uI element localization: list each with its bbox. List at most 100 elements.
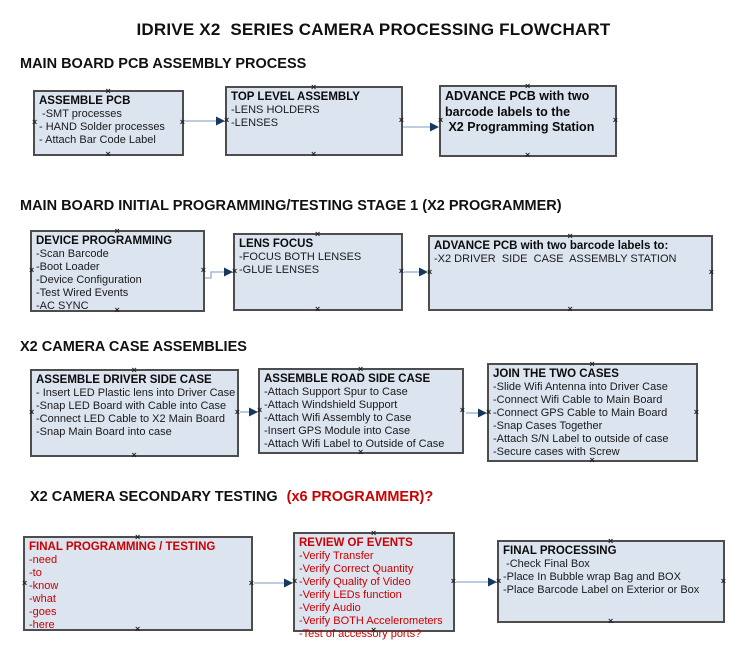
- box-item-list: -LENS HOLDERS-LENSES: [231, 104, 401, 130]
- box-item-text: - Attach Bar Code Label: [39, 134, 156, 146]
- box-item-text: ADVANCE PCB with two: [445, 89, 590, 103]
- section-heading-pcb-assembly: MAIN BOARD PCB ASSEMBLY PROCESS: [20, 56, 307, 72]
- box-title: JOIN THE TWO CASES: [493, 368, 619, 380]
- flow-arrow: [456, 577, 497, 587]
- box-item-text: -Boot Loader: [36, 261, 100, 273]
- box-title: ASSEMBLE PCB: [39, 95, 131, 107]
- connection-handle-icon: ×: [105, 149, 111, 159]
- box-item-text: -goes: [29, 606, 57, 618]
- flow-box-assemble-pcb: ASSEMBLE PCB -SMT processes- HAND Solder…: [32, 87, 185, 159]
- connection-handle-icon: ×: [708, 267, 714, 277]
- box-item-list: -Slide Wifi Antenna into Driver Case-Con…: [493, 381, 696, 459]
- connection-handle-icon: ×: [608, 616, 614, 626]
- flow-box-review-of-events: REVIEW OF EVENTS -Verify Transfer-Verify…: [292, 529, 456, 641]
- box-item-text: -Connect LED Cable to X2 Main Board: [36, 413, 225, 425]
- box-item-text: -need: [29, 554, 58, 566]
- box-item-text: -know: [29, 580, 59, 592]
- box-item-text: -FOCUS BOTH LENSES: [239, 251, 362, 263]
- connection-handle-icon: ×: [315, 304, 321, 314]
- connection-handle-icon: ×: [567, 304, 573, 314]
- section-heading-red-note: (x6 PROGRAMMER)?: [286, 489, 434, 505]
- box-item-text: -Place Barcode Label on Exterior or Box: [503, 584, 700, 596]
- box-item-text: X2 Programming Station: [445, 120, 595, 134]
- flow-arrow: [240, 407, 258, 417]
- box-item-list: -SMT processes- HAND Solder processes- A…: [39, 108, 182, 147]
- box-item-list: -X2 DRIVER SIDE CASE ASSEMBLY STATION: [434, 253, 711, 266]
- flow-arrow: [254, 578, 293, 588]
- box-item-text: -Device Configuration: [36, 274, 142, 286]
- box-item-list: -need-to-know-what-goes-here: [29, 554, 251, 632]
- page-title: IDRIVE X2 SERIES CAMERA PROCESSING FLOWC…: [136, 20, 611, 39]
- box-item-text: -Secure cases with Screw: [493, 446, 620, 458]
- flow-box-final-processing: FINAL PROCESSING -Check Final Box-Place …: [496, 537, 726, 626]
- box-title: DEVICE PROGRAMMING: [36, 235, 173, 247]
- box-item-text: -Attach Wifi Assembly to Case: [264, 412, 412, 424]
- box-item-text: -Verify LEDs function: [299, 589, 402, 601]
- box-item-text: -Verify Transfer: [299, 550, 374, 562]
- flow-box-assemble-road-side-case: ASSEMBLE ROAD SIDE CASE -Attach Support …: [257, 365, 465, 457]
- box-item-text: -Snap Cases Together: [493, 420, 603, 432]
- box-item-text: -here: [29, 619, 55, 631]
- flow-box-device-programming: DEVICE PROGRAMMING -Scan Barcode-Boot Lo…: [29, 227, 206, 315]
- section-heading-black-part: X2 CAMERA SECONDARY TESTING: [30, 489, 278, 505]
- connection-handle-icon: ×: [32, 117, 38, 127]
- box-title: ASSEMBLE ROAD SIDE CASE: [264, 373, 431, 385]
- box-item-text: - HAND Solder processes: [39, 121, 165, 133]
- section-heading-initial-programming: MAIN BOARD INITIAL PROGRAMMING/TESTING S…: [20, 198, 562, 214]
- box-title: REVIEW OF EVENTS: [299, 537, 413, 549]
- box-title: LENS FOCUS: [239, 238, 314, 250]
- box-item-list: -Verify Transfer-Verify Correct Quantity…: [299, 550, 453, 641]
- connection-handle-icon: ×: [311, 149, 317, 159]
- box-item-text: barcode labels to the: [445, 104, 571, 119]
- flow-box-final-programming-testing: FINAL PROGRAMMING / TESTING -need-to-kno…: [22, 533, 254, 634]
- box-item-text: -Test of accessory ports?: [299, 628, 422, 640]
- flow-arrow: [404, 267, 428, 277]
- box-item-text: -what: [29, 593, 56, 605]
- box-item-list: -Scan Barcode-Boot Loader-Device Configu…: [36, 248, 203, 313]
- box-item-text: -Check Final Box: [503, 558, 590, 570]
- box-item-text: -Place In Bubble wrap Bag and BOX: [503, 571, 681, 583]
- connection-handle-icon: ×: [525, 150, 531, 160]
- flow-box-assemble-driver-side-case: ASSEMBLE DRIVER SIDE CASE - Insert LED P…: [29, 366, 240, 460]
- flow-arrow: [205, 267, 233, 279]
- box-item-text: -Test Wired Events: [36, 287, 129, 299]
- section-heading-secondary-testing: X2 CAMERA SECONDARY TESTING (x6 PROGRAMME…: [30, 489, 433, 505]
- box-item-text: -Snap Main Board into case: [36, 426, 172, 438]
- box-title: FINAL PROCESSING: [503, 545, 617, 557]
- box-item-text: -Attach S/N Label to outside of case: [493, 433, 669, 445]
- box-item-text: -Scan Barcode: [36, 248, 109, 260]
- box-item-text: -Attach Support Spur to Case: [264, 386, 408, 398]
- box-item-text: -LENSES: [231, 117, 279, 129]
- connection-handle-icon: ×: [22, 577, 28, 588]
- flow-box-top-level-assembly: TOP LEVEL ASSEMBLY -LENS HOLDERS-LENSES …: [224, 83, 404, 159]
- box-item-text: -Verify Quality of Video: [299, 576, 411, 588]
- box-item-list: -Check Final Box-Place In Bubble wrap Ba…: [503, 558, 723, 597]
- flow-arrow: [403, 122, 439, 132]
- box-item-text: -Slide Wifi Antenna into Driver Case: [493, 381, 668, 393]
- flow-box-advance-pcb-driver-side: ADVANCE PCB with two barcode labels to: …: [427, 232, 714, 314]
- box-title: ASSEMBLE DRIVER SIDE CASE: [36, 374, 212, 386]
- box-item-text: -GLUE LENSES: [239, 264, 320, 276]
- flow-arrow: [184, 116, 225, 126]
- box-item-text: -AC SYNC: [36, 300, 89, 312]
- box-item-text: -X2 DRIVER SIDE CASE ASSEMBLY STATION: [434, 253, 677, 265]
- connection-handle-icon: ×: [131, 450, 137, 460]
- box-item-list: - Insert LED Plastic lens into Driver Ca…: [36, 387, 237, 439]
- box-title: FINAL PROGRAMMING / TESTING: [29, 541, 216, 553]
- connection-handle-icon: ×: [29, 265, 35, 275]
- box-item-text: - Insert LED Plastic lens into Driver Ca…: [36, 387, 236, 399]
- box-item-text: -Connect GPS Cable to Main Board: [493, 407, 668, 419]
- box-item-text: -Insert GPS Module into Case: [264, 425, 411, 437]
- flow-arrow: [466, 408, 487, 418]
- box-item-text: -Verify Audio: [299, 602, 361, 614]
- box-item-text: -Connect Wifi Cable to Main Board: [493, 394, 663, 406]
- box-item-text: -Snap LED Board with Cable into Case: [36, 400, 227, 412]
- section-heading-case-assemblies: X2 CAMERA CASE ASSEMBLIES: [20, 339, 247, 355]
- box-title: TOP LEVEL ASSEMBLY: [231, 91, 360, 103]
- box-title: ADVANCE PCB with two barcode labels to:: [434, 240, 669, 252]
- box-item-text: -to: [29, 567, 42, 579]
- box-item-list: -FOCUS BOTH LENSES-GLUE LENSES: [239, 251, 401, 277]
